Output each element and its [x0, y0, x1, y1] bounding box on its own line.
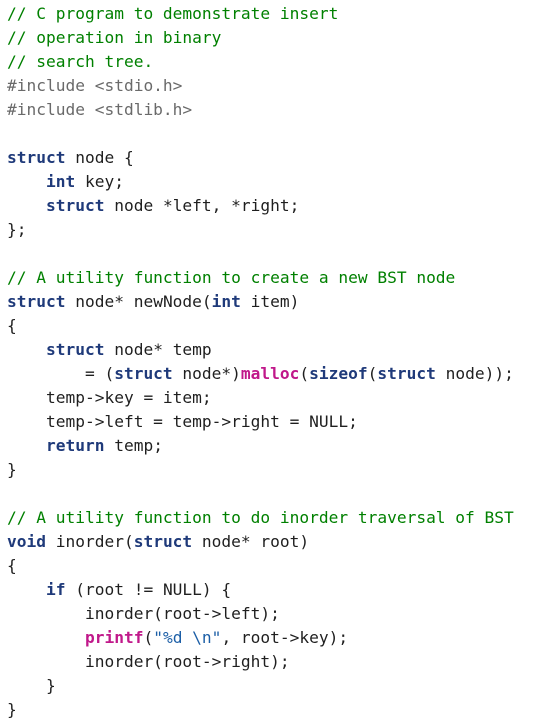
code-text — [7, 628, 85, 647]
code-text: ( — [299, 364, 310, 383]
code-comment: // C program to demonstrate insert — [7, 4, 339, 23]
code-line: temp->key = item; — [7, 386, 545, 410]
code-text: node* newNode( — [65, 292, 212, 311]
code-keyword: struct — [7, 148, 66, 167]
code-keyword: int — [211, 292, 241, 311]
code-keyword: int — [45, 172, 76, 191]
code-string: "%d \n" — [153, 628, 222, 647]
code-keyword: void — [7, 532, 46, 551]
code-text: { — [7, 556, 17, 575]
code-keyword: struct — [377, 364, 436, 383]
code-line: } — [7, 458, 545, 482]
code-line: // A utility function to do inorder trav… — [7, 506, 545, 530]
code-text: } — [7, 460, 17, 479]
code-text: key; — [75, 172, 124, 191]
code-line: } — [7, 674, 545, 698]
code-line: struct node { — [7, 146, 545, 170]
code-text: node *left, *right; — [104, 196, 300, 215]
code-text: node)); — [435, 364, 514, 383]
code-comment: // operation in binary — [7, 28, 222, 47]
code-line: void inorder(struct node* root) — [7, 530, 545, 554]
code-line — [7, 242, 545, 266]
code-text: }; — [7, 220, 27, 239]
code-text: node* temp — [104, 340, 212, 359]
code-keyword: if — [45, 580, 66, 599]
code-text: temp->left = temp->right = NULL; — [7, 412, 358, 431]
code-comment: // search tree. — [7, 52, 154, 71]
code-text: inorder( — [45, 532, 134, 551]
code-text — [7, 172, 46, 191]
code-line: // search tree. — [7, 50, 545, 74]
code-line: } — [7, 698, 545, 722]
code-text: temp->key = item; — [7, 388, 212, 407]
code-line: struct node* newNode(int item) — [7, 290, 545, 314]
code-text: node*) — [172, 364, 241, 383]
code-line: temp->left = temp->right = NULL; — [7, 410, 545, 434]
code-line: struct node* temp — [7, 338, 545, 362]
code-line: int key; — [7, 170, 545, 194]
code-line: printf("%d \n", root->key); — [7, 626, 545, 650]
code-line: { — [7, 554, 545, 578]
code-text: } — [7, 700, 17, 719]
code-keyword: return — [45, 436, 105, 455]
code-keyword: struct — [133, 532, 193, 551]
code-line — [7, 122, 545, 146]
code-text: (root != NULL) { — [65, 580, 232, 599]
code-text: temp; — [104, 436, 163, 455]
code-text: ( — [367, 364, 378, 383]
code-line: // operation in binary — [7, 26, 545, 50]
code-line: }; — [7, 218, 545, 242]
code-line: inorder(root->right); — [7, 650, 545, 674]
code-text: node { — [65, 148, 134, 167]
code-text: node* root) — [192, 532, 310, 551]
code-line: if (root != NULL) { — [7, 578, 545, 602]
code-line: { — [7, 314, 545, 338]
code-line: struct node *left, *right; — [7, 194, 545, 218]
code-line: // A utility function to create a new BS… — [7, 266, 545, 290]
code-text: = ( — [7, 364, 115, 383]
code-text — [7, 340, 46, 359]
code-keyword: struct — [7, 292, 66, 311]
code-comment: // A utility function to do inorder trav… — [7, 508, 514, 527]
code-function: printf — [84, 628, 144, 647]
code-text: inorder(root->left); — [7, 604, 280, 623]
code-text: item) — [240, 292, 300, 311]
code-keyword: sizeof — [309, 364, 368, 383]
code-line: return temp; — [7, 434, 545, 458]
code-comment: // A utility function to create a new BS… — [7, 268, 456, 287]
code-keyword: struct — [45, 196, 105, 215]
code-keyword: struct — [114, 364, 173, 383]
code-text — [7, 436, 46, 455]
code-preprocessor: #include <stdlib.h> — [7, 100, 193, 119]
code-line: #include <stdio.h> — [7, 74, 545, 98]
code-preprocessor: #include <stdio.h> — [7, 76, 183, 95]
code-keyword: struct — [45, 340, 105, 359]
code-line: #include <stdlib.h> — [7, 98, 545, 122]
code-text: } — [7, 676, 56, 695]
code-text — [7, 196, 46, 215]
code-text: inorder(root->right); — [7, 652, 290, 671]
code-function: malloc — [240, 364, 300, 383]
code-text: , root->key); — [221, 628, 349, 647]
code-text: { — [7, 316, 17, 335]
code-line: = (struct node*)malloc(sizeof(struct nod… — [7, 362, 545, 386]
code-line: inorder(root->left); — [7, 602, 545, 626]
code-line — [7, 482, 545, 506]
code-line: // C program to demonstrate insert — [7, 2, 545, 26]
code-text: ( — [143, 628, 154, 647]
code-text — [7, 580, 46, 599]
